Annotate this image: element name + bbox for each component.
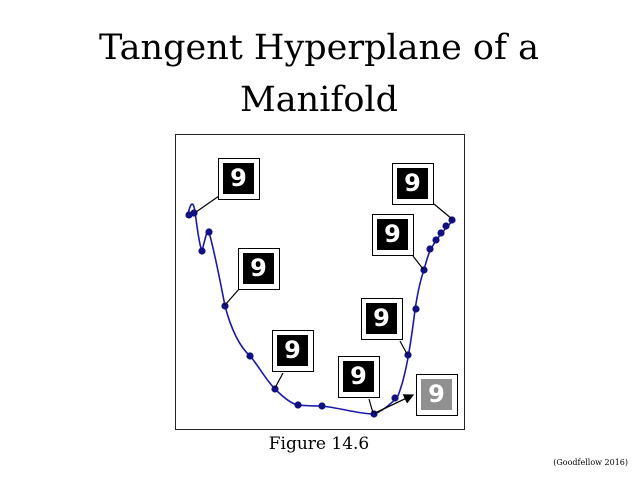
digit-image: 9: [397, 168, 428, 199]
leader-line: [274, 372, 284, 389]
digit-thumbnail: 9: [272, 330, 314, 372]
digit-image: 9: [277, 335, 308, 366]
slide-title: Tangent Hyperplane of a Manifold: [0, 22, 638, 126]
leader-line: [412, 255, 424, 270]
digit-thumbnail: 9: [372, 214, 414, 256]
digit-thumbnail: 9: [238, 248, 280, 290]
digit-thumbnail: 9: [361, 298, 403, 340]
manifold-point: [426, 245, 434, 253]
digit-thumbnail: 9: [338, 356, 380, 398]
digit-image: 9: [243, 253, 274, 284]
manifold-point: [246, 352, 254, 360]
manifold-point: [294, 401, 302, 409]
figure-frame: [175, 134, 465, 430]
manifold-point: [198, 247, 206, 255]
manifold-point: [432, 236, 440, 244]
tangent-digit-image: 9: [421, 379, 452, 410]
manifold-point: [391, 394, 399, 402]
manifold-point: [271, 385, 279, 393]
leader-line: [433, 203, 453, 220]
manifold-point: [404, 351, 412, 359]
thumbnail-leader-lines: [195, 195, 453, 414]
digit-thumbnail: 9: [392, 163, 434, 205]
leader-line: [368, 398, 374, 414]
title-line-2: Manifold: [239, 80, 399, 120]
tangent-digit-thumbnail: 9: [416, 374, 458, 416]
manifold-point: [442, 222, 450, 230]
manifold-point: [412, 305, 420, 313]
title-line-1: Tangent Hyperplane of a: [99, 28, 539, 68]
figure-caption: Figure 14.6: [268, 434, 370, 454]
tangent-arrow: [374, 394, 415, 414]
digit-image: 9: [343, 361, 374, 392]
manifold-point: [205, 228, 213, 236]
manifold-point: [221, 302, 229, 310]
leader-line: [224, 287, 241, 306]
digit-image: 9: [377, 219, 408, 250]
digit-thumbnail: 9: [218, 158, 260, 200]
digit-image: 9: [366, 303, 397, 334]
digit-image: 9: [223, 163, 254, 194]
leader-line: [399, 340, 408, 355]
source-credit: (Goodfellow 2016): [553, 458, 628, 467]
manifold-point: [370, 410, 378, 418]
leader-line: [195, 195, 220, 213]
manifold-curve: [187, 203, 454, 415]
manifold-point: [190, 209, 198, 217]
manifold-point: [437, 229, 445, 237]
manifold-point: [318, 402, 326, 410]
